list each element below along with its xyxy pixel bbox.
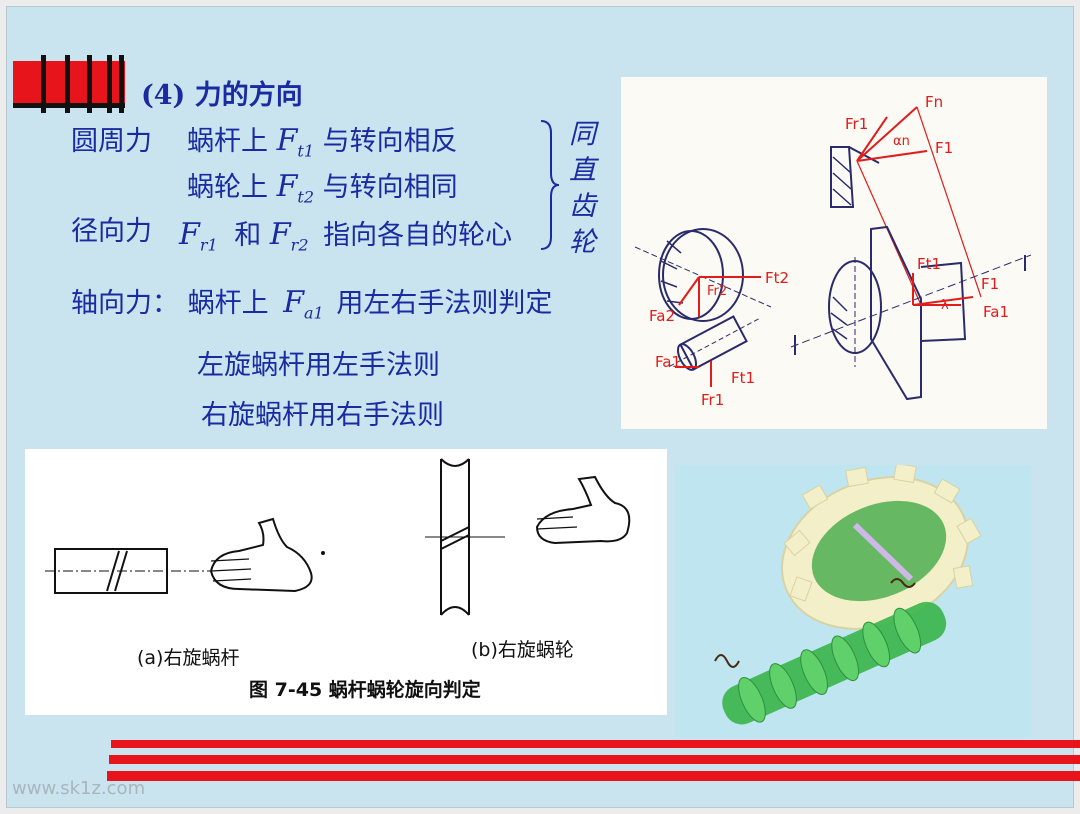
section-heading: (4) 力的方向 — [141, 80, 303, 111]
circumferential-label: 圆周力 — [71, 126, 152, 157]
brace-note-char: 轮 — [569, 227, 596, 258]
f1-label-2: F1 — [981, 275, 999, 293]
ft1-sub: t1 — [297, 141, 315, 161]
hand-rule-panel: (a)右旋蜗杆 (b)右旋蜗轮 图 7-45 蜗杆蜗轮旋向判定 — [25, 449, 667, 715]
caption-b: (b)右旋蜗轮 — [471, 639, 574, 661]
fa1-sub: a1 — [304, 303, 324, 323]
wheel-line: 蜗轮上 Ft2 与转向相同 — [187, 165, 458, 206]
fr2-symbol: F — [269, 217, 291, 252]
axial-label: 轴向力： — [71, 288, 179, 319]
brace-note-char: 同 — [569, 119, 596, 150]
worm-gear-render — [714, 462, 982, 725]
fa1-symbol: F — [283, 285, 305, 320]
worm-prefix: 蜗杆上 — [187, 126, 268, 157]
left-hand-rule: 左旋蜗杆用左手法则 — [197, 350, 440, 381]
fn-label: Fn — [925, 93, 943, 111]
ft2-symbol: F — [276, 169, 298, 204]
fa1-label-2: Fa1 — [655, 353, 681, 371]
figure-title: 图 7-45 蜗杆蜗轮旋向判定 — [249, 679, 481, 701]
worm-force-diagram: Fn Fr1 αn F1 Ft1 F1 Fa1 λ Fr2 Ft2 Fa2 Fa… — [634, 93, 1032, 409]
wheel-suffix: 与转向相同 — [322, 172, 458, 203]
ft2-sub: t2 — [297, 187, 315, 207]
f1-label: F1 — [935, 139, 953, 157]
fr1-sub: r1 — [199, 235, 218, 255]
ft2-label: Ft2 — [765, 269, 789, 287]
and-word: 和 — [234, 220, 262, 251]
curly-brace-icon — [540, 120, 560, 250]
fa2-label: Fa2 — [649, 307, 675, 325]
ft1-label: Ft1 — [917, 255, 941, 273]
render-panel — [675, 462, 1031, 737]
caption-a: (a)右旋蜗杆 — [137, 647, 240, 669]
brace-note: 同 直 齿 轮 — [569, 117, 603, 261]
ft1-label-2: Ft1 — [731, 369, 755, 387]
fr2-sub: r2 — [290, 235, 309, 255]
fr1-symbol: F — [179, 217, 200, 252]
axial-line: 轴向力： 蜗杆上 Fa1 用左右手法则判定 — [71, 281, 552, 322]
watermark: www.sk1z.com — [12, 778, 146, 799]
hand-rule-diagram — [45, 458, 631, 616]
axial-suffix: 用左右手法则判定 — [336, 288, 553, 319]
radial-label: 径向力 — [71, 216, 152, 247]
force-diagram-panel: Fn Fr1 αn F1 Ft1 F1 Fa1 λ Fr2 Ft2 Fa2 Fa… — [621, 77, 1047, 429]
right-hand-rule: 右旋蜗杆用右手法则 — [201, 400, 444, 431]
fa1-label: Fa1 — [983, 303, 1009, 321]
wheel-prefix: 蜗轮上 — [187, 172, 268, 203]
lambda-label: λ — [941, 298, 949, 313]
alpha-n-label: αn — [893, 134, 910, 149]
fr2-label: Fr2 — [707, 284, 727, 299]
worm-line: 蜗杆上 Ft1 与转向相反 — [187, 119, 458, 160]
ft1-symbol: F — [276, 123, 298, 158]
brace-note-char: 直 — [569, 155, 596, 186]
worm-suffix: 与转向相反 — [322, 126, 458, 157]
fr1-label: Fr1 — [845, 115, 868, 133]
fr1-label-2: Fr1 — [701, 391, 724, 409]
slide: (4) 力的方向 圆周力 蜗杆上 Ft1 与转向相反 蜗轮上 Ft2 与转向相同… — [6, 6, 1080, 808]
logo-bars-icon — [13, 55, 125, 113]
axial-prefix: 蜗杆上 — [187, 288, 269, 319]
radial-line: Fr1 和 Fr2 指向各自的轮心 — [179, 213, 512, 254]
brace-note-char: 齿 — [569, 191, 596, 222]
red-stripes-decoration — [107, 740, 1080, 781]
radial-suffix: 指向各自的轮心 — [323, 220, 513, 251]
